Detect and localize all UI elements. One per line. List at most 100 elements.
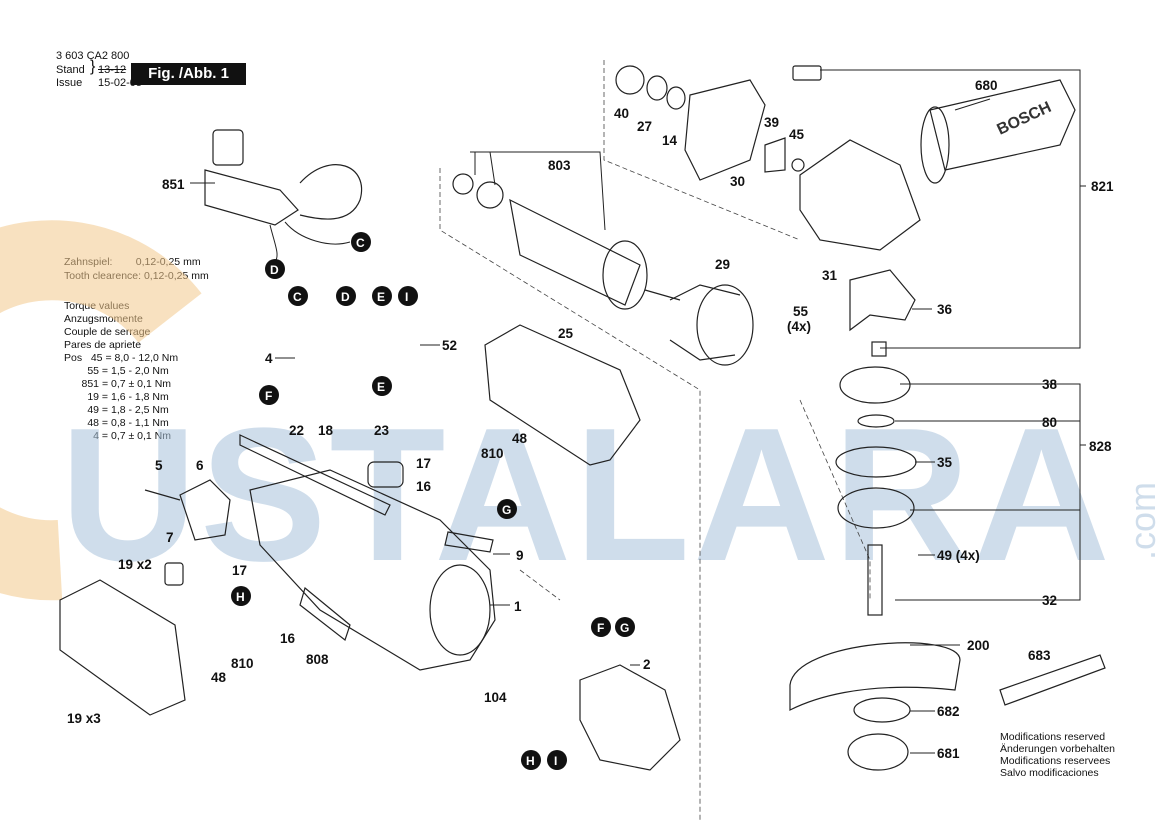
torque-row: Pos 45 = 8,0 - 12,0 Nm — [64, 352, 179, 364]
marker-c-label: C — [293, 290, 302, 304]
bracket-821 — [820, 69, 1081, 349]
field-coil-2 — [579, 664, 681, 771]
marker-c — [351, 232, 371, 252]
marker-f-label: F — [597, 621, 604, 635]
bar-22 — [239, 434, 391, 516]
torque-row: 48 = 0,8 - 1,1 Nm — [64, 417, 169, 429]
bearing-flange — [684, 79, 766, 181]
gear-housing-30 — [615, 65, 921, 332]
bearing — [452, 173, 474, 195]
guide-line — [799, 399, 871, 600]
nut-681 — [847, 733, 909, 771]
label-808: 808 — [306, 652, 329, 667]
switch-cable — [299, 164, 363, 220]
label-19x2: 19 x2 — [118, 557, 152, 572]
wrench-683 — [999, 654, 1106, 706]
marker-d — [336, 286, 356, 306]
guard-clamp-36 — [849, 269, 916, 332]
marker-i-label: I — [405, 290, 408, 304]
guide-line — [519, 569, 561, 601]
label-40: 40 — [614, 106, 629, 121]
spindle-lock — [792, 65, 822, 81]
marker-f-label: F — [265, 389, 272, 403]
label-810b: 810 — [231, 656, 254, 671]
gear-head — [799, 139, 921, 251]
label-17b: 17 — [232, 563, 247, 578]
label-683: 683 — [1028, 648, 1051, 663]
marker-d-label: D — [341, 290, 350, 304]
armature-core — [509, 198, 641, 306]
label-200: 200 — [967, 638, 990, 653]
label-5: 5 — [155, 458, 163, 473]
bearing-14 — [666, 86, 686, 110]
label-9 — [444, 531, 494, 553]
switch-851 — [204, 129, 363, 263]
marker-h-label: H — [526, 754, 535, 768]
switch-head — [212, 129, 244, 166]
brackets — [470, 69, 1086, 601]
housing-opening — [429, 564, 491, 656]
label-23: 23 — [374, 423, 390, 438]
housing-shell — [484, 324, 641, 466]
cable — [144, 489, 181, 501]
label-19x3: 19 x3 — [67, 711, 101, 726]
label-22: 22 — [289, 423, 304, 438]
wire-markers: C D C D E I E F G H F G H I — [231, 232, 635, 770]
marker-i — [398, 286, 418, 306]
cap-shell — [59, 579, 186, 716]
label-16b: 16 — [280, 631, 296, 646]
label-80: 80 — [1042, 415, 1057, 430]
label-55-qty: (4x) — [787, 319, 811, 334]
marker-h — [231, 586, 251, 606]
torque-row: 4 = 0,7 ± 0,1 Nm — [64, 430, 172, 442]
marker-e-label: E — [377, 290, 385, 304]
assembly-guides — [439, 60, 871, 820]
bracket-803 — [470, 151, 606, 231]
label-39: 39 — [764, 115, 779, 130]
shaft — [644, 289, 681, 301]
marker-e — [372, 286, 392, 306]
label-52: 52 — [442, 338, 457, 353]
part-number: 3 603 CA2 800 — [56, 50, 130, 62]
cable-5 — [144, 479, 231, 586]
housing-25 — [484, 324, 641, 466]
marker-g — [615, 617, 635, 637]
handle-guard — [920, 106, 950, 184]
label-821: 821 — [1091, 179, 1114, 194]
label-55: 55 — [793, 304, 809, 319]
marker-g-label: G — [620, 621, 629, 635]
label-16: 16 — [416, 479, 432, 494]
stand-old: 13-12 — [98, 64, 127, 76]
mod-line: Modifications reservees — [1000, 755, 1111, 767]
part-labels: 851 803 40 27 14 39 45 30 680 821 29 31 … — [67, 78, 1114, 761]
clamp-7 — [164, 562, 184, 586]
motor-housing-1 — [239, 434, 496, 671]
label-38: 38 — [1042, 377, 1058, 392]
mod-line: Änderungen vorbehalten — [1000, 743, 1116, 755]
marker-d — [265, 259, 285, 279]
label-25: 25 — [558, 326, 574, 341]
torque-row: 49 = 1,8 - 2,5 Nm — [64, 404, 169, 416]
marker-h — [521, 750, 541, 770]
label-18: 18 — [318, 423, 334, 438]
label-6: 6 — [196, 458, 204, 473]
label-828: 828 — [1089, 439, 1112, 454]
ring-27 — [646, 75, 668, 101]
label-851: 851 — [162, 177, 185, 192]
leaders — [190, 98, 991, 754]
slider-23 — [367, 461, 404, 488]
label-803: 803 — [548, 158, 571, 173]
marker-c-label: C — [356, 236, 365, 250]
flange-828 — [837, 487, 915, 529]
label-17: 17 — [416, 456, 431, 471]
watermark-suffix: .com — [1122, 482, 1163, 560]
fan — [602, 240, 648, 310]
label-680: 680 — [975, 78, 998, 93]
watermark-ring — [0, 220, 202, 601]
marker-f — [591, 617, 611, 637]
marker-f — [259, 385, 279, 405]
marker-e — [372, 376, 392, 396]
marker-i-label: I — [554, 754, 557, 768]
baffle-29 — [669, 284, 754, 366]
